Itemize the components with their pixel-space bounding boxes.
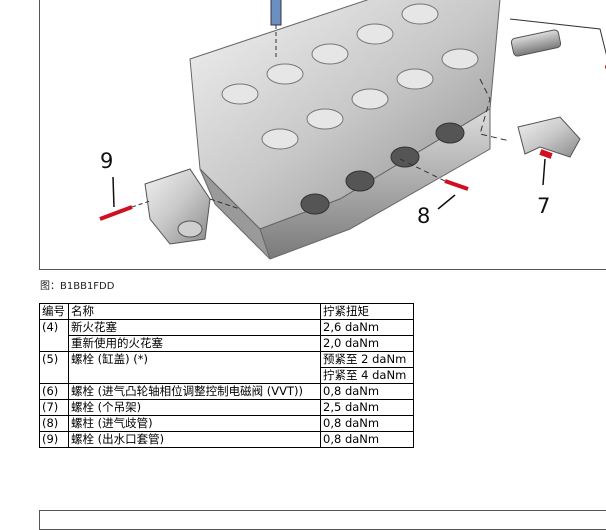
cell-name: 螺栓 (缸盖) (*) xyxy=(68,351,321,384)
cell-torque: 0,8 daNm xyxy=(320,415,414,432)
table-row: (5) 螺栓 (缸盖) (*) 预紧至 2 daNm xyxy=(39,351,414,384)
cell-torque: 0,8 daNm xyxy=(320,383,414,400)
cell-code: (5) xyxy=(39,351,69,384)
cylinder-head-illustration xyxy=(99,0,606,260)
header-name: 名称 xyxy=(68,303,321,320)
cell-torque: 0,8 daNm xyxy=(320,431,414,448)
cell-code: (9) xyxy=(39,431,69,448)
table-row: (7) 螺栓 (个吊架) 2,5 daNm xyxy=(39,399,414,416)
next-figure-frame xyxy=(39,510,606,530)
torque-table: 编号 名称 拧紧扭矩 (4) 新火花塞 2,6 daNm 重新使用的火花塞 2,… xyxy=(39,303,414,448)
cell-name: 螺栓 (个吊架) xyxy=(68,399,321,416)
cell-torque: 2,5 daNm xyxy=(320,399,414,416)
cell-name: 螺栓 (出水口套管) xyxy=(68,431,321,448)
cell-name: 螺栓 (进气凸轮轴相位调整控制电磁阀 (VVT)) xyxy=(68,383,321,400)
cell-torque: 2,6 daNm xyxy=(320,319,414,336)
water-outlet-housing xyxy=(144,168,241,245)
cell-code: (7) xyxy=(39,399,69,416)
cell-name: 新火花塞 xyxy=(68,319,321,336)
callout-7: 7 xyxy=(537,194,551,218)
lifting-bracket xyxy=(479,78,581,159)
bolt-9 xyxy=(99,176,151,221)
table-row: (6) 螺栓 (进气凸轮轴相位调整控制电磁阀 (VVT)) 0,8 daNm xyxy=(39,383,414,400)
cell-torque: 2,0 daNm xyxy=(320,335,414,352)
leader-7 xyxy=(542,158,546,186)
callout-8: 8 xyxy=(417,204,431,228)
cell-code: (4) xyxy=(39,319,69,352)
table-row: (4) 新火花塞 2,6 daNm xyxy=(39,319,414,352)
header-code: 编号 xyxy=(39,303,69,320)
cell-name: 螺柱 (进气歧管) xyxy=(68,415,321,432)
engine-figure: 9 8 7 xyxy=(39,0,606,270)
cell-code: (8) xyxy=(39,415,69,432)
figure-caption: 图：B1BB1FDD xyxy=(40,281,115,292)
cell-torque: 拧紧至 4 daNm xyxy=(320,367,414,384)
cell-code: (6) xyxy=(39,383,69,400)
cell-torque: 预紧至 2 daNm xyxy=(320,351,414,368)
table-row: (8) 螺柱 (进气歧管) 0,8 daNm xyxy=(39,415,414,432)
cell-name: 重新使用的火花塞 xyxy=(68,335,321,352)
header-torque: 拧紧扭矩 xyxy=(320,303,414,320)
table-row: (9) 螺栓 (出水口套管) 0,8 daNm xyxy=(39,431,414,448)
vvt-solenoid xyxy=(509,18,606,70)
table-header-row: 编号 名称 拧紧扭矩 xyxy=(39,303,414,320)
callout-9: 9 xyxy=(100,149,114,173)
cylinder-head xyxy=(189,0,501,260)
table-row: 拧紧至 4 daNm xyxy=(40,367,414,384)
table-row: 重新使用的火花塞 2,0 daNm xyxy=(40,335,414,352)
stud-8 xyxy=(399,158,469,210)
